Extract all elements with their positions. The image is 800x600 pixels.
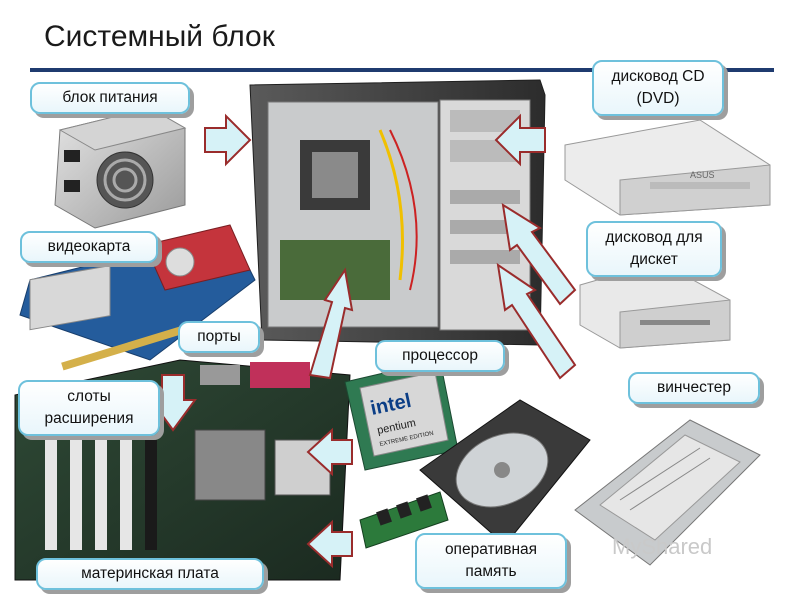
- arrow-cpu-socket: [306, 427, 353, 477]
- arrow-gpu: [308, 267, 354, 380]
- label-hard-drive: винчестер: [628, 372, 760, 404]
- label-cd-drive: дисковод CD (DVD): [592, 60, 724, 116]
- label-power-supply: блок питания: [30, 82, 190, 114]
- label-motherboard: материнская плата: [36, 558, 264, 590]
- system-unit-image: [249, 79, 546, 346]
- arrow-psu: [204, 113, 252, 167]
- page-title: Системный блок: [44, 20, 275, 53]
- floppy-drive-image: [579, 261, 731, 349]
- label-cpu: процессор: [375, 340, 505, 372]
- video-card-image: [19, 224, 256, 371]
- title-underline: [30, 68, 774, 72]
- label-ports: порты: [178, 321, 260, 353]
- hard-drive-image: [574, 419, 761, 566]
- arrow-cd: [494, 113, 546, 167]
- cd-drive-image: ASUS: [564, 119, 771, 216]
- label-floppy-drive: дисковод для дискет: [586, 221, 722, 277]
- watermark: MyShared: [612, 534, 713, 559]
- ram-module-image: [359, 491, 449, 549]
- arrow-floppy-1: [501, 203, 577, 306]
- arrow-slots: [149, 374, 197, 432]
- open-hard-disk-image: [419, 399, 591, 546]
- power-supply-image: [54, 107, 187, 229]
- label-video-card: видеокарта: [20, 231, 158, 263]
- label-ram: оперативная память: [415, 533, 567, 589]
- cpu-image: intel pentium EXTREME EDITION: [344, 359, 459, 471]
- arrows: [149, 113, 577, 569]
- label-expansion-slots: слоты расширения: [18, 380, 160, 436]
- drive-brand: ASUS: [690, 170, 715, 180]
- arrow-floppy-2: [496, 262, 577, 380]
- arrow-ram-slot: [306, 519, 353, 569]
